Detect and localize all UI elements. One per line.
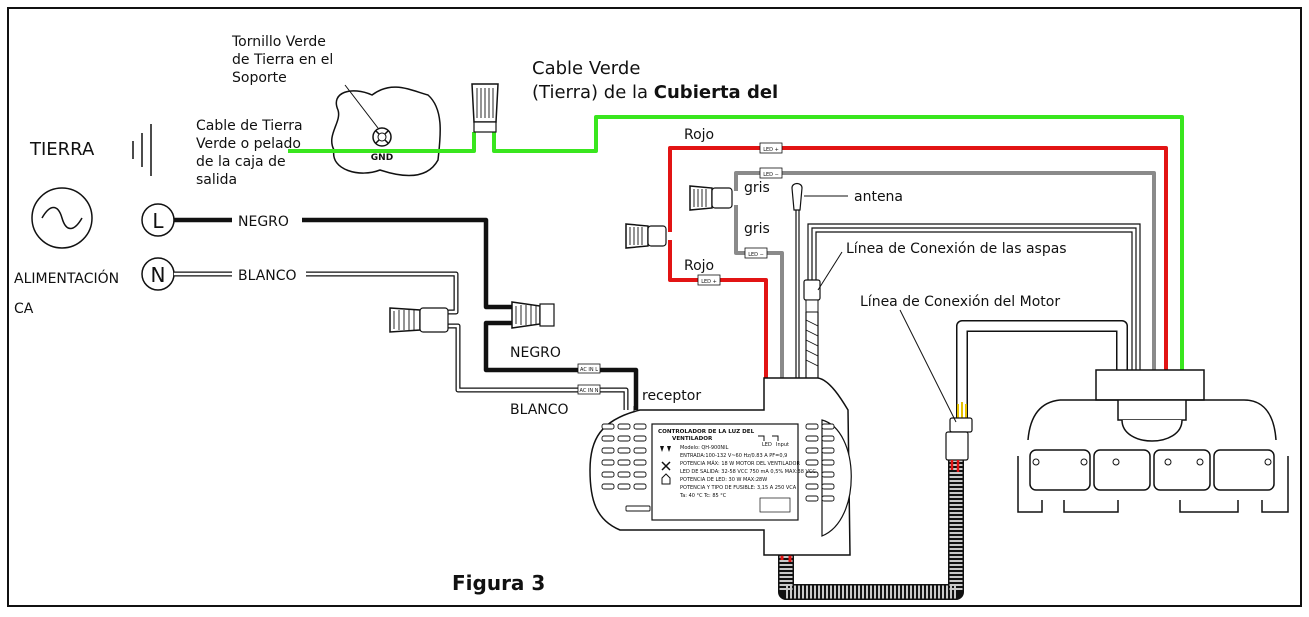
- gris-label-1: gris: [744, 180, 770, 196]
- svg-text:AC IN N: AC IN N: [580, 388, 599, 394]
- wire-nut-red: [625, 223, 667, 249]
- canopy-green-label-2: (Tierra) de la Cubierta del: [532, 82, 778, 103]
- svg-text:AC IN L: AC IN L: [580, 367, 598, 373]
- wire-nut-ground: [471, 83, 499, 133]
- motor-connection-line: [778, 320, 1128, 600]
- svg-text:LED −: LED −: [748, 252, 764, 258]
- tierra-label: TIERRA: [29, 139, 95, 160]
- wire-nut-white: [389, 307, 449, 333]
- vent-slots-right: [805, 423, 835, 502]
- neutral-terminal-N: N: [141, 257, 175, 291]
- tag-ac-in-l: AC IN L: [577, 363, 601, 374]
- svg-text:N: N: [151, 263, 166, 287]
- rojo-label-1: Rojo: [684, 127, 714, 143]
- wire-nut-black: [511, 301, 555, 329]
- earth-ground-icon: [132, 124, 152, 176]
- antenna-icon: [791, 182, 803, 378]
- aspas-label: Línea de Conexión de las aspas: [846, 241, 1067, 257]
- gris-label-2: gris: [744, 221, 770, 237]
- ground-screw-icon: [372, 127, 392, 147]
- motor-label: Línea de Conexión del Motor: [860, 294, 1060, 310]
- ground-screw-leader: [344, 84, 379, 129]
- blade-connector-icon: [803, 279, 821, 367]
- svg-text:L: L: [152, 209, 164, 233]
- tag-led-neg-2: LED −: [744, 247, 768, 259]
- fan-motor-assembly: [1017, 369, 1289, 513]
- controller-label-plate: CONTROLADOR DE LA LUZ DEL VENTILADOR Mod…: [651, 423, 816, 521]
- gnd-label: GND: [371, 153, 393, 163]
- tag-led-pos-2: LED +: [697, 274, 721, 286]
- wire-nut-gray: [689, 185, 733, 211]
- vent-slots-left: [601, 423, 651, 512]
- tag-led-pos-1: LED +: [759, 142, 783, 154]
- svg-text:LED +: LED +: [763, 147, 779, 153]
- svg-text:Modelo: QH-900NIL: Modelo: QH-900NIL: [680, 445, 729, 451]
- ac-source-icon: [31, 187, 93, 249]
- svg-text:LED DE SALIDA: 32-58 VCC 750 m: LED DE SALIDA: 32-58 VCC 750 mA 0,5% MAX…: [680, 469, 816, 475]
- canopy-green-label-1: Cable Verde: [532, 58, 640, 79]
- line-terminal-L: L: [141, 203, 175, 237]
- svg-text:Input: Input: [776, 442, 789, 448]
- receptor-label: receptor: [642, 388, 701, 404]
- svg-text:VENTILADOR: VENTILADOR: [672, 436, 713, 442]
- antena-label: antena: [854, 189, 903, 205]
- blanco-label-2: BLANCO: [510, 402, 569, 418]
- svg-text:POTENCIA Y TIPO DE FUSIBLE: 3,: POTENCIA Y TIPO DE FUSIBLE: 3,15 A 250 V…: [680, 485, 797, 491]
- aspas-leader: [817, 251, 843, 291]
- svg-text:LED +: LED +: [701, 279, 717, 285]
- figure-frame: [7, 7, 1302, 607]
- svg-text:LED −: LED −: [763, 172, 779, 178]
- svg-text:CONTROLADOR DE LA LUZ DEL: CONTROLADOR DE LA LUZ DEL: [658, 429, 755, 435]
- motor-leader: [899, 309, 957, 423]
- svg-text:POTENCIA DE LED: 30 W MAX:28W: POTENCIA DE LED: 30 W MAX:28W: [680, 477, 767, 483]
- tag-led-neg-1: LED −: [759, 167, 783, 179]
- motor-connector-icon: [945, 402, 973, 472]
- blade-connection-line: [805, 223, 1141, 378]
- svg-text:POTENCIA MÁX: 18 W MOTOR DEL V: POTENCIA MÁX: 18 W MOTOR DEL VENTILADOR: [680, 460, 800, 467]
- blanco-label-1: BLANCO: [238, 268, 297, 284]
- negro-label-1: NEGRO: [238, 214, 289, 230]
- figure-caption: Figura 3: [452, 571, 545, 595]
- svg-text:LED: LED: [762, 442, 772, 448]
- green-ground-wire: [288, 115, 1184, 370]
- tag-ac-in-n: AC IN N: [577, 384, 601, 395]
- negro-label-2: NEGRO: [510, 345, 561, 361]
- svg-text:ENTRADA:100-132 V~60 Hz/0.83 A: ENTRADA:100-132 V~60 Hz/0.83 A PF=0,9: [680, 453, 787, 459]
- ground-screw-label: Tornillo Verde de Tierra en el Soporte: [231, 34, 338, 86]
- svg-text:Ta: 40 °C Tc: 85 °C: Ta: 40 °C Tc: 85 °C: [679, 493, 727, 499]
- ground-wire-label: Cable de Tierra Verde o pelado de la caj…: [196, 118, 307, 188]
- black-wire: [174, 217, 639, 410]
- white-wire: [174, 271, 629, 410]
- rojo-label-2: Rojo: [684, 258, 714, 274]
- alimentacion-label: ALIMENTACIÓN CA: [14, 269, 124, 317]
